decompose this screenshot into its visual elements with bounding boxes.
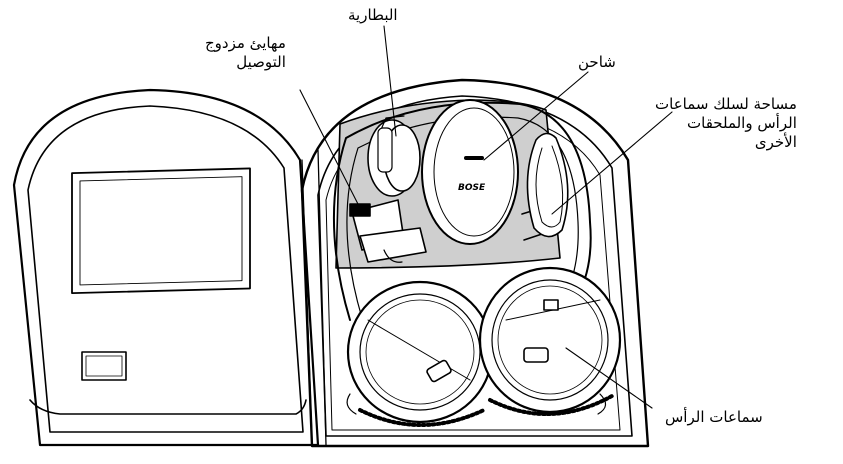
left-earcup [346,280,494,427]
dual-plug-adapter [349,199,427,263]
leader-lines [299,25,673,409]
lid-tag-slot [81,351,127,381]
cable-coil [526,132,569,238]
right-earcup [478,266,622,416]
battery [367,115,421,197]
case-lid [12,88,320,447]
cable-space-label: مساحة لسلك سماعات الرأس والملحقات الأخرى [655,95,797,151]
adapter-logo: BOSE [371,237,400,251]
headband [333,101,592,321]
charger-label: شاحن [578,53,616,71]
battery-label: البطارية [348,6,398,24]
earcups-label: سماعات الرأس [665,408,763,426]
lid-window [71,167,251,295]
charger [421,99,549,245]
charger-logo: BOSE [458,183,486,193]
dual-plug-adapter-label: مهايئ مزدوج التوصيل [205,34,286,71]
